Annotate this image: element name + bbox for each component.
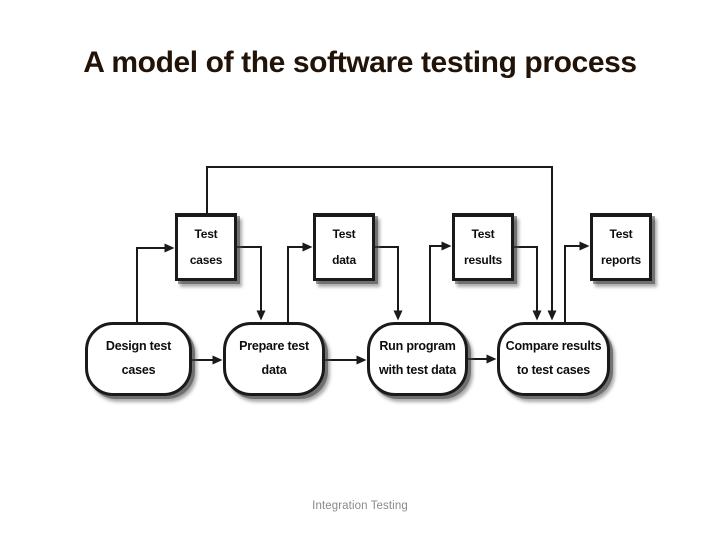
activity-box-compare-results: Compare results to test cases (497, 322, 610, 396)
store-label-test-reports: Test reports (601, 227, 641, 267)
slide-title: A model of the software testing process (83, 46, 637, 79)
store-box-test-results: Test results (452, 213, 514, 281)
connector-prepare-to-test-data (287, 242, 313, 322)
testing-process-diagram: Test cases Test data Test results Test r… (75, 155, 665, 415)
activity-box-design-test-cases: Design test cases (85, 322, 192, 396)
activity-box-run-program: Run program with test data (367, 322, 468, 396)
connector-design-to-test-cases (136, 243, 175, 322)
connector-test-results-to-compare (513, 246, 542, 321)
connector-test-data-to-run (374, 246, 403, 321)
store-box-test-cases: Test cases (175, 213, 237, 281)
store-box-test-reports: Test reports (590, 213, 652, 281)
slide-footer: Integration Testing (312, 500, 408, 512)
connector-compare-to-test-reports (564, 241, 590, 322)
activity-label-design-test-cases: Design test cases (105, 339, 172, 377)
diagram-connectors (136, 166, 590, 365)
activity-label-run-program: Run program with test data (378, 339, 457, 377)
activity-label-prepare-test-data: Prepare test data (239, 339, 309, 377)
store-label-test-results: Test results (464, 227, 502, 267)
store-box-test-data: Test data (313, 213, 375, 281)
store-label-test-data: Test data (332, 227, 356, 267)
activity-label-compare-results: Compare results to test cases (505, 339, 602, 377)
connector-run-to-test-results (429, 241, 452, 322)
connector-test-cases-to-compare-results (206, 166, 557, 321)
activity-box-prepare-test-data: Prepare test data (223, 322, 325, 396)
connector-test-cases-to-prepare (236, 246, 266, 321)
store-label-test-cases: Test cases (189, 227, 223, 267)
